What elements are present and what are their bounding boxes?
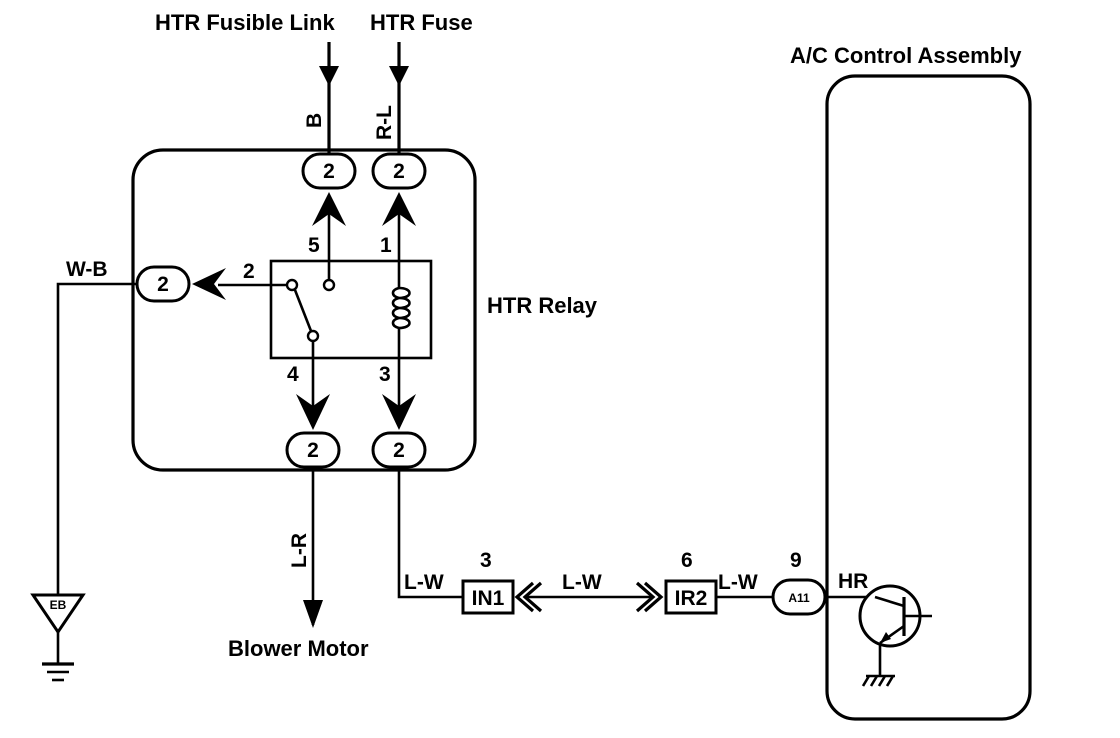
- ac-control-assembly-label: A/C Control Assembly: [790, 43, 1022, 68]
- connector-a11: A11: [771, 578, 827, 616]
- connector-ir2: IR2: [664, 579, 718, 615]
- wire-label-hr: HR: [838, 570, 868, 593]
- pin-4: 4: [287, 363, 299, 386]
- wire-l-w-relay: [397, 467, 463, 599]
- connector-top-left: 2: [301, 152, 357, 190]
- wire-label-l-w-2: L-W: [562, 571, 602, 594]
- wire-l-w-junction: [514, 581, 664, 613]
- connector-a11-label: A11: [788, 591, 810, 605]
- htr-relay-label: HTR Relay: [487, 293, 598, 318]
- wire-label-w-b: W-B: [66, 258, 108, 281]
- input-arrow-b: [319, 42, 339, 155]
- wire-label-b: B: [303, 113, 326, 128]
- relay-inner-box: [269, 259, 433, 360]
- connector-top-left-number: 2: [323, 160, 335, 183]
- wire-w-b: [56, 282, 137, 595]
- in1-pin-number: 3: [480, 549, 492, 572]
- wire-label-l-w-1: L-W: [404, 571, 444, 594]
- relay-coil: [391, 286, 411, 410]
- wire-label-l-w-3: L-W: [718, 571, 758, 594]
- relay-switch: [218, 278, 336, 410]
- ir2-pin-number: 6: [681, 549, 693, 572]
- connector-top-right-number: 2: [393, 160, 405, 183]
- a11-pin-number: 9: [790, 549, 802, 572]
- terminal-chevron-3: [382, 394, 416, 430]
- ground-eb-label: EB: [50, 598, 67, 612]
- connector-bottom-left-number: 2: [307, 439, 319, 462]
- ground-eb-icon: EB: [30, 593, 86, 682]
- connector-top-right: 2: [371, 152, 427, 190]
- pin-3: 3: [379, 363, 391, 386]
- connector-bottom-left: 2: [285, 431, 341, 469]
- htr-fusible-link-label: HTR Fusible Link: [155, 10, 335, 35]
- ac-control-assembly-box: [825, 74, 1032, 721]
- wire-label-r-l: R-L: [373, 105, 396, 140]
- blower-motor-label: Blower Motor: [228, 636, 369, 661]
- connector-left: 2: [135, 265, 191, 303]
- htr-fuse-label: HTR Fuse: [370, 10, 473, 35]
- blower-motor-arrow: [303, 600, 323, 628]
- htr-relay-housing: [131, 148, 477, 472]
- connector-in1: IN1: [461, 579, 515, 615]
- pin-5: 5: [308, 234, 320, 257]
- input-arrow-r-l: [389, 42, 409, 155]
- pin-2: 2: [243, 260, 255, 283]
- connector-bottom-right: 2: [371, 431, 427, 469]
- wire-label-l-r: L-R: [288, 533, 311, 568]
- terminal-chevron-5: [312, 192, 346, 283]
- connector-in1-label: IN1: [472, 587, 505, 610]
- terminal-chevron-1: [382, 192, 416, 288]
- connector-bottom-right-number: 2: [393, 439, 405, 462]
- connector-left-number: 2: [157, 273, 169, 296]
- terminal-chevron-4: [296, 394, 330, 430]
- pin-1: 1: [380, 234, 392, 257]
- connector-ir2-label: IR2: [675, 587, 708, 610]
- transistor-icon: [858, 584, 932, 687]
- terminal-chevron-2: [192, 268, 226, 300]
